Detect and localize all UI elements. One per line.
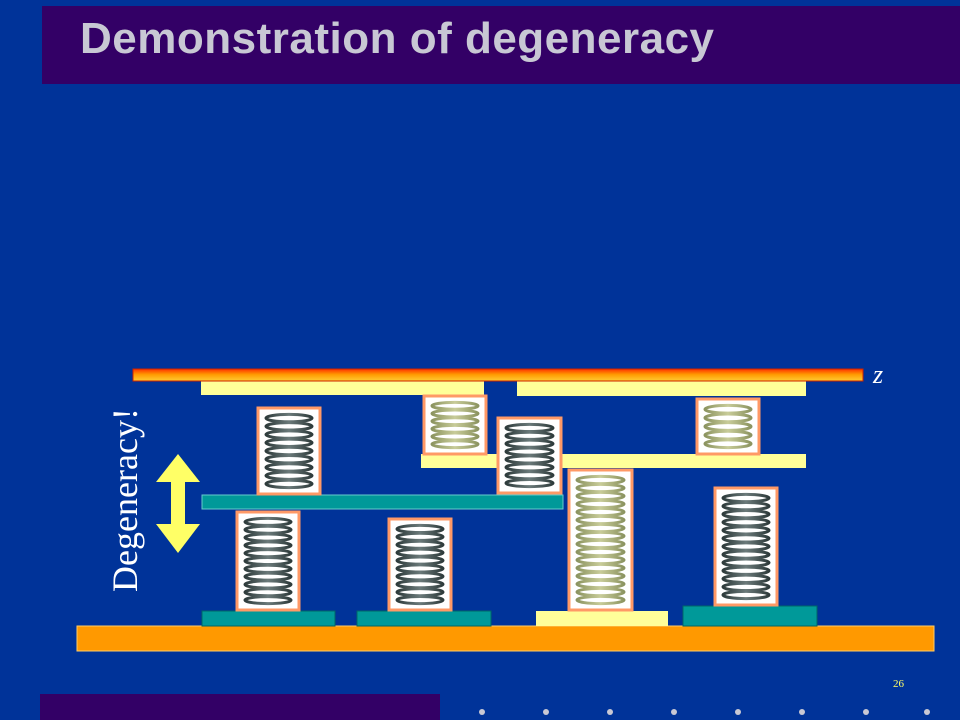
spring-4 <box>695 397 761 456</box>
base-plate <box>76 625 935 652</box>
foot-2 <box>356 610 492 627</box>
nav-dot <box>799 709 805 715</box>
title-bar <box>42 6 960 84</box>
top-block-right <box>517 380 806 396</box>
nav-dot <box>863 709 869 715</box>
heated-top-plate <box>132 368 864 382</box>
degeneracy-arrow-icon <box>156 454 200 553</box>
spring-coil-loop <box>504 478 555 489</box>
spring-3 <box>496 416 563 495</box>
nav-dot <box>607 709 613 715</box>
spring-coil-loop <box>243 595 293 606</box>
foot-1 <box>201 610 336 627</box>
yellow-platform <box>421 454 806 468</box>
spring-coil-loop <box>395 594 445 606</box>
top-block-left <box>201 380 484 395</box>
axis-label-z: z <box>873 360 884 389</box>
spring-coil-loop <box>721 589 771 601</box>
nav-dot <box>924 709 930 715</box>
spring-7 <box>567 468 634 612</box>
spring-1 <box>256 406 322 496</box>
spring-coil-loop <box>703 438 753 450</box>
spring-coil-loop <box>575 594 626 606</box>
spring-6 <box>387 517 453 612</box>
teal-platform <box>201 494 564 510</box>
foot-4 <box>682 605 818 627</box>
page-number: 26 <box>893 678 904 690</box>
degeneracy-label: Degeneracy! <box>105 408 145 592</box>
nav-dot <box>479 709 485 715</box>
nav-dot <box>671 709 677 715</box>
slide-title: Demonstration of degeneracy <box>80 14 715 63</box>
nav-dot <box>543 709 549 715</box>
spring-5 <box>235 510 301 612</box>
spring-8 <box>713 486 779 607</box>
foot-3 <box>536 611 668 626</box>
nav-dot <box>735 709 741 715</box>
footer-bar <box>40 694 440 720</box>
spring-2 <box>422 394 488 456</box>
spring-coil-loop <box>264 478 314 490</box>
spring-coil-loop <box>430 439 480 450</box>
